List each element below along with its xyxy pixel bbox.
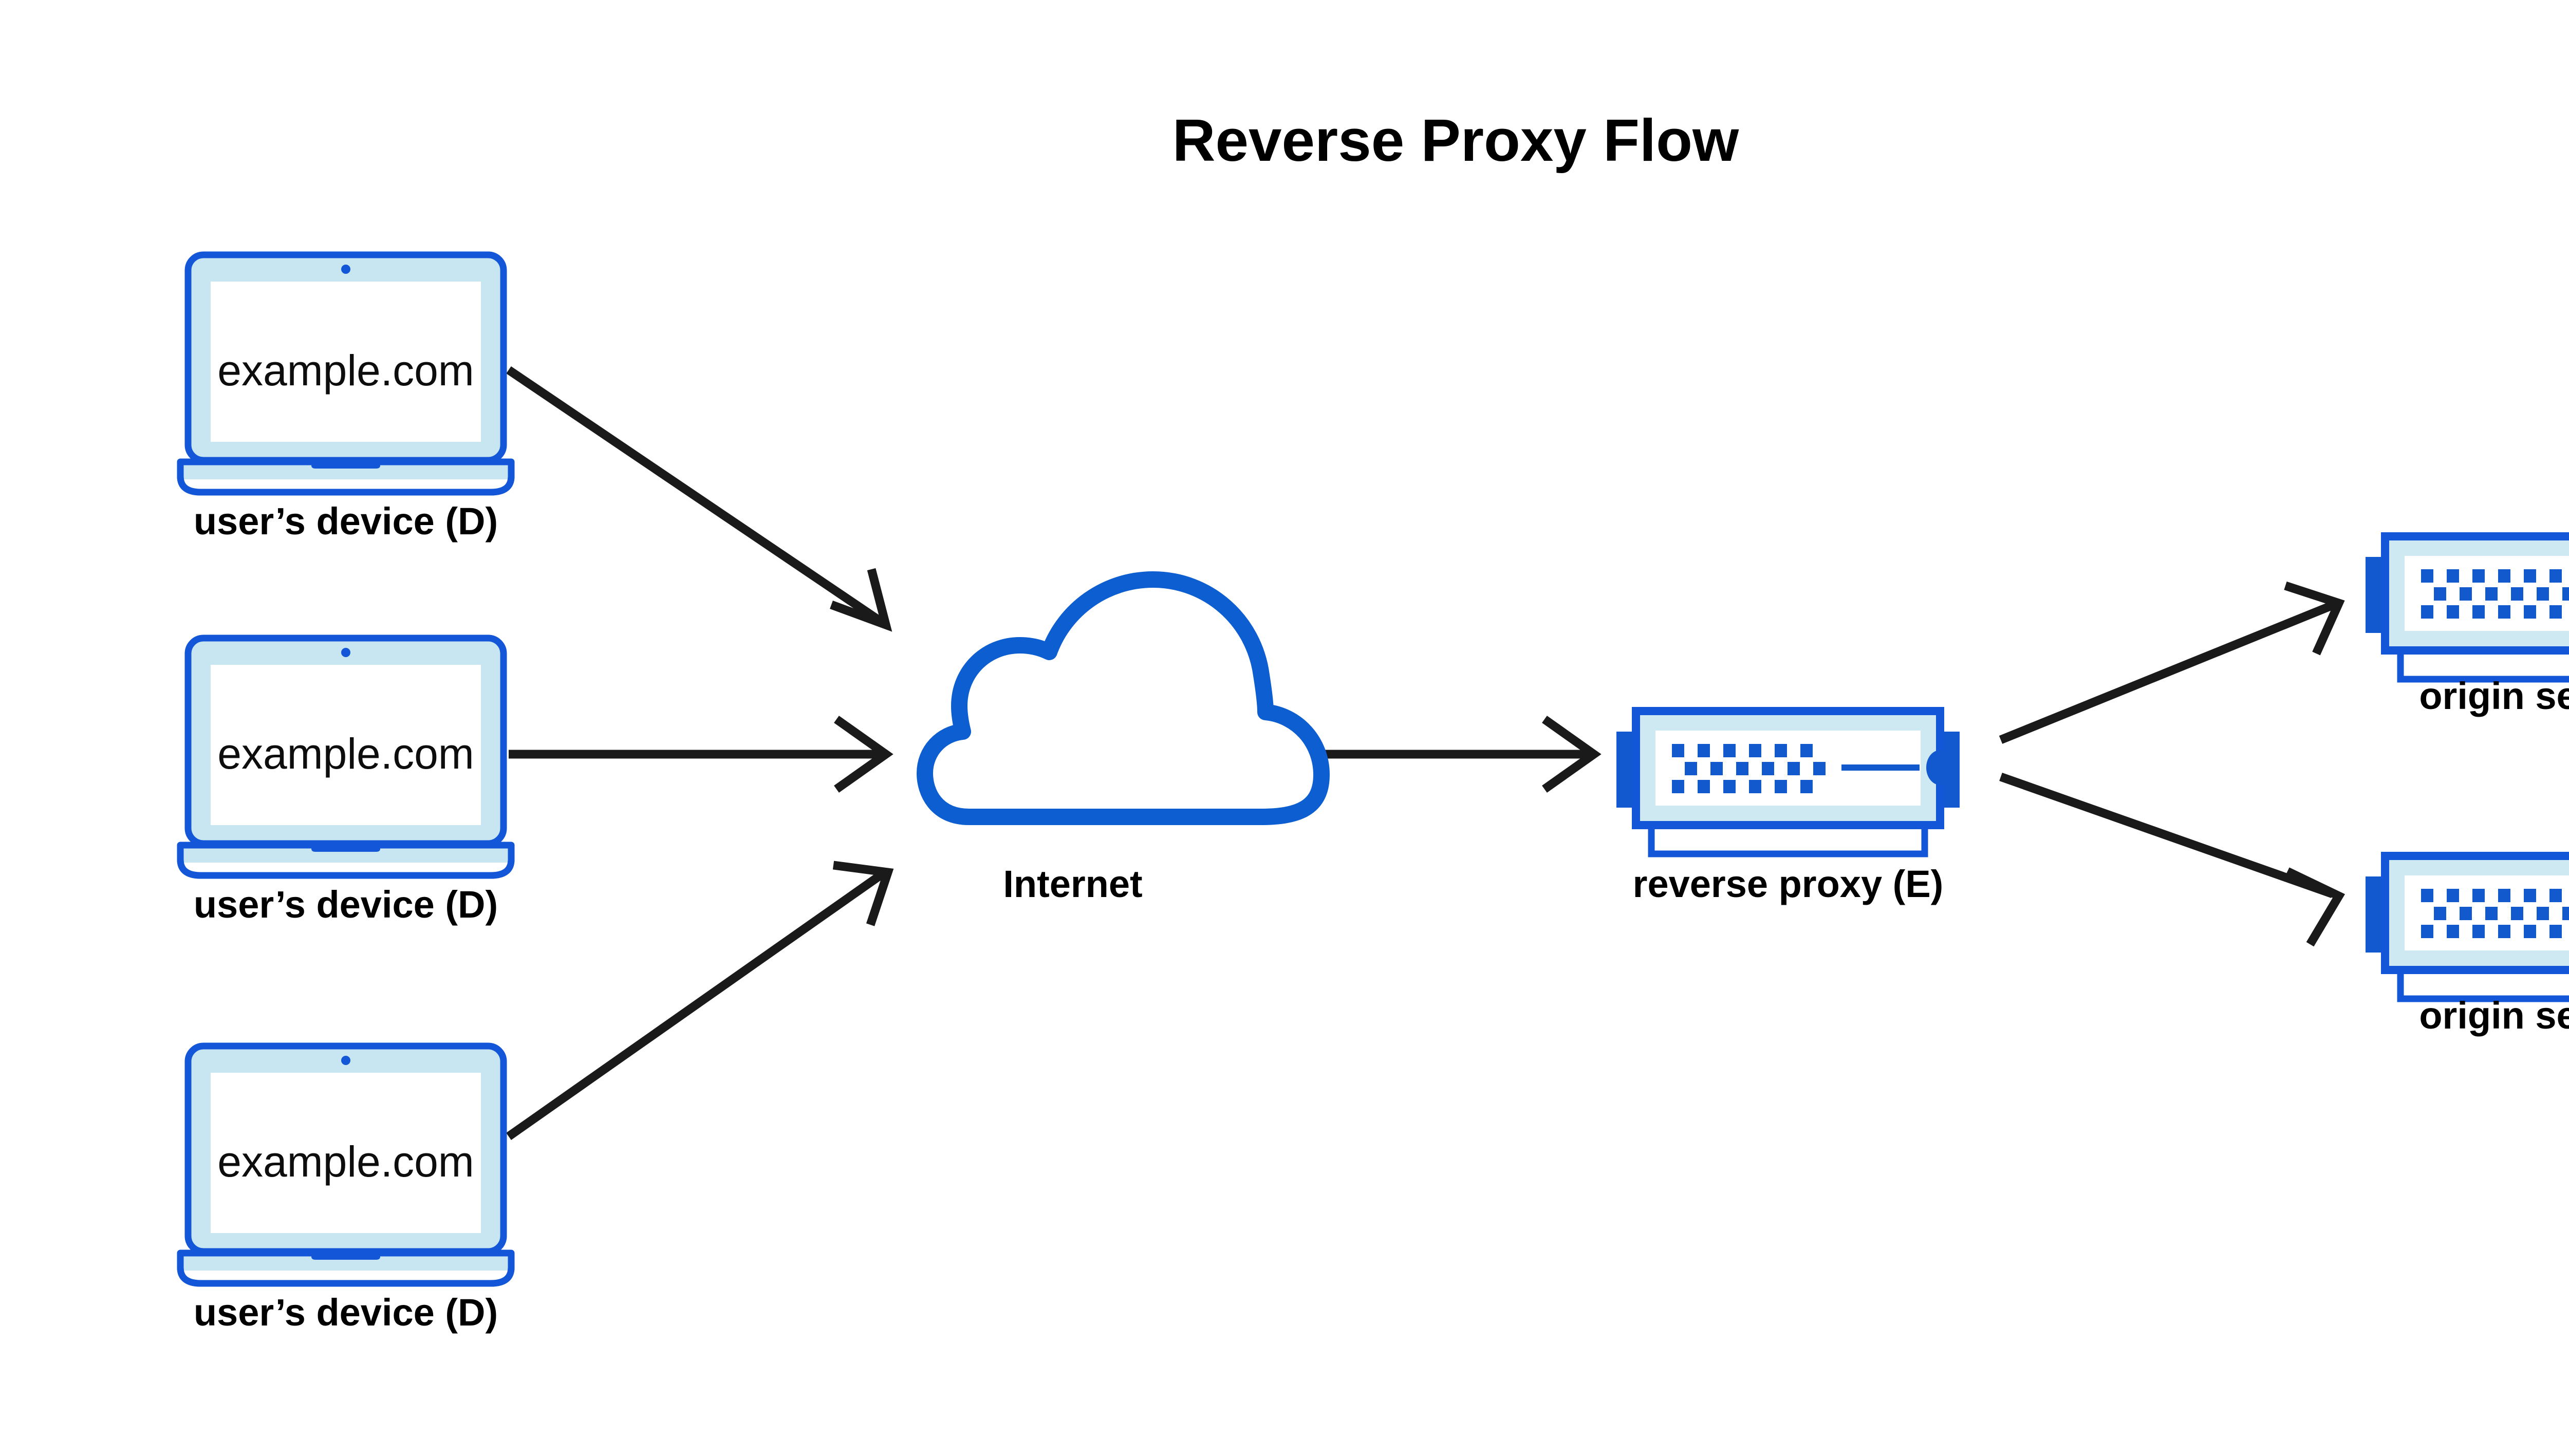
server-icon [1616, 711, 1960, 854]
node-device-top[interactable]: example.com user’s device (D) [180, 255, 511, 543]
server-icon [2366, 536, 2569, 679]
arrow-proxy-to-origin-bottom [1999, 772, 2345, 947]
origin-server-label: origin server (F) [2419, 675, 2569, 717]
arrow-device-middle-to-internet [509, 716, 893, 793]
node-reverse-proxy[interactable]: reverse proxy (E) [1616, 711, 1960, 905]
node-device-bottom[interactable]: example.com user’s device (D) [180, 1046, 511, 1334]
node-internet[interactable]: Internet [917, 571, 1330, 905]
device-label: user’s device (D) [194, 500, 498, 543]
internet-label: Internet [1003, 863, 1142, 905]
device-screen-text: example.com [217, 1137, 474, 1186]
arrow-proxy-to-origin-top [1999, 581, 2345, 744]
node-origin-bottom[interactable]: origin server (F) [2366, 856, 2569, 1037]
arrow-device-bottom-to-internet [506, 861, 894, 1140]
cloud-icon [917, 571, 1330, 825]
page-title: Reverse Proxy Flow [1172, 107, 1739, 174]
node-origin-top[interactable]: origin server (F) [2366, 536, 2569, 717]
device-screen-text: example.com [217, 346, 474, 395]
arrow-device-top-to-internet [506, 366, 892, 632]
device-label: user’s device (D) [194, 1291, 498, 1334]
node-device-middle[interactable]: example.com user’s device (D) [180, 638, 511, 926]
edge-layer [506, 366, 2345, 1140]
server-icon [2366, 856, 2569, 999]
device-label: user’s device (D) [194, 883, 498, 926]
reverse-proxy-label: reverse proxy (E) [1633, 863, 1944, 905]
device-screen-text: example.com [217, 730, 474, 778]
origin-server-label: origin server (F) [2419, 994, 2569, 1037]
